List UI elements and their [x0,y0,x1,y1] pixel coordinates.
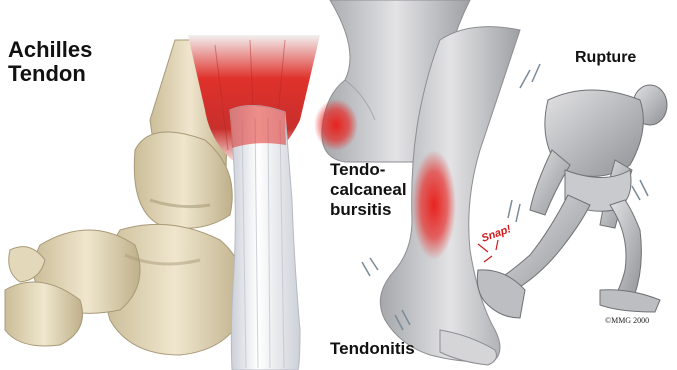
achilles-line1: Achilles [8,38,92,62]
rupture-label: Rupture [575,50,636,66]
copyright-text: ©MMG 2000 [605,316,649,325]
bursitis-line3: bursitis [330,200,407,220]
achilles-tendon-label: Achilles Tendon [8,38,92,86]
bursitis-line1: Tendo- [330,160,407,180]
bursitis-line2: calcaneal [330,180,407,200]
tendonitis-label: Tendonitis [330,340,415,357]
achilles-line2: Tendon [8,62,92,86]
bursitis-label: Tendo- calcaneal bursitis [330,160,407,220]
achilles-tendon [230,105,300,370]
rupture-runner-figure [477,64,667,318]
